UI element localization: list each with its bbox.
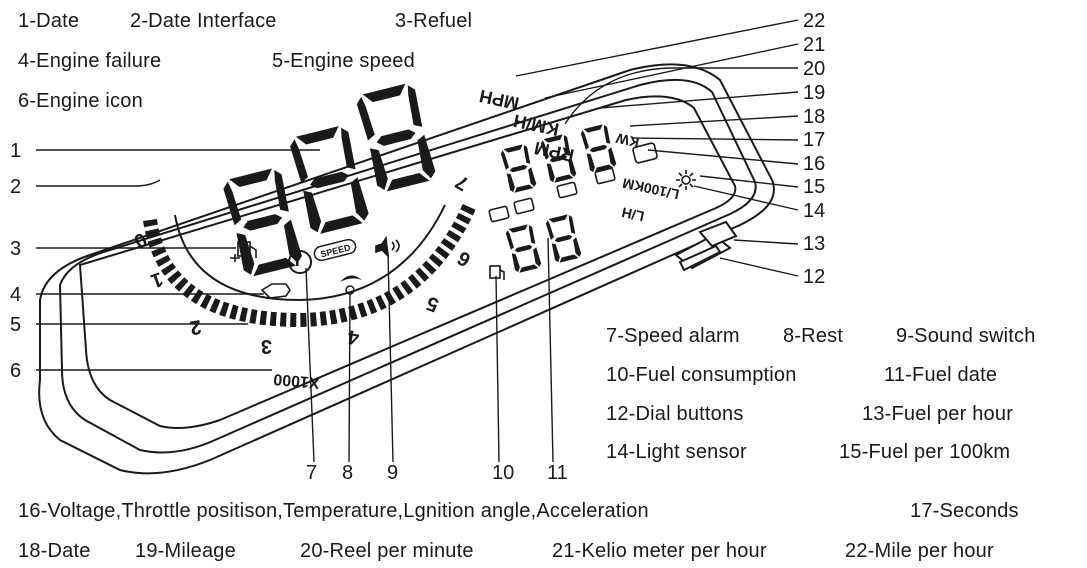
dial-number-4: 4	[345, 325, 361, 349]
callout-11: 11	[547, 462, 568, 484]
callout-5: 5	[10, 314, 22, 336]
legend-fuel-per-100km: 15-Fuel per 100km	[839, 441, 1011, 463]
mph-unit: MPH	[478, 86, 521, 114]
callout-17: 17	[803, 129, 826, 151]
callout-16: 16	[803, 153, 826, 175]
dial-buttons-knob	[674, 220, 738, 272]
callout-8: 8	[342, 462, 354, 484]
tachometer-arc	[143, 202, 477, 328]
callout-2: 2	[10, 176, 22, 198]
legend-light-sensor: 14-Light sensor	[606, 441, 747, 463]
callout-1: 1	[10, 140, 22, 162]
legend-date-18: 18-Date	[18, 540, 91, 562]
kw-unit: KW	[614, 130, 641, 151]
callout-4: 4	[10, 284, 22, 306]
engine-failure-icon	[260, 283, 291, 299]
fuel-digits	[505, 213, 583, 274]
callout-12: 12	[803, 266, 826, 288]
legend-date: 1-Date	[18, 10, 80, 32]
dial-number-3: 3	[261, 335, 272, 357]
callout-19: 19	[803, 82, 826, 104]
callout-10: 10	[492, 462, 515, 484]
legend-speed-alarm: 7-Speed alarm	[606, 325, 740, 347]
legend-fuel-consumption: 10-Fuel consumption	[606, 364, 797, 386]
legend-engine-icon: 6-Engine icon	[18, 90, 143, 112]
legend-kelio-meter: 21-Kelio meter per hour	[552, 540, 767, 562]
callout-21: 21	[803, 34, 826, 56]
legend-refuel: 3-Refuel	[395, 10, 473, 32]
callout-22: 22	[803, 10, 826, 32]
callout-15: 15	[803, 176, 826, 198]
leader-lines	[36, 19, 799, 463]
legend-mile-per-hour: 22-Mile per hour	[845, 540, 994, 562]
legend-date-interface: 2-Date Interface	[130, 10, 277, 32]
dial-number-7: 7	[452, 170, 473, 195]
legend-reel-per-minute: 20-Reel per minute	[300, 540, 474, 562]
callout-14: 14	[803, 200, 826, 222]
dial-number-5: 5	[424, 291, 442, 315]
legend-engine-failure: 4-Engine failure	[18, 50, 162, 72]
callout-9: 9	[387, 462, 399, 484]
l-per-100km-unit: L/100KM	[621, 175, 681, 203]
callout-7: 7	[306, 462, 318, 484]
callout-18: 18	[803, 106, 826, 128]
x1000-label: X1000	[273, 370, 321, 391]
legend-voltage-etc: 16-Voltage,Throttle positison,Temperatur…	[18, 500, 649, 522]
legend-rest: 8-Rest	[783, 325, 844, 347]
dial-number-2: 2	[188, 315, 203, 339]
light-sensor-icon	[676, 170, 696, 190]
legend-fuel-date: 11-Fuel date	[884, 364, 998, 386]
rpm-unit: RPM	[533, 138, 576, 166]
icon-row	[488, 142, 658, 223]
refuel-icon	[230, 241, 257, 262]
dial-number-6: 6	[454, 246, 475, 271]
legend-sound-switch: 9-Sound switch	[896, 325, 1036, 347]
legend-mileage: 19-Mileage	[135, 540, 236, 562]
device-housing	[38, 63, 775, 475]
kmh-unit: KM/H	[512, 111, 561, 140]
fuel-consumption-icon	[489, 265, 505, 280]
callout-20: 20	[803, 58, 826, 80]
callout-6: 6	[10, 360, 22, 382]
legend-fuel-per-hour: 13-Fuel per hour	[862, 403, 1014, 425]
legend-seconds: 17-Seconds	[910, 500, 1019, 522]
legend-dial-buttons: 12-Dial buttons	[606, 403, 744, 425]
callout-3: 3	[10, 238, 22, 260]
legend-engine-speed: 5-Engine speed	[272, 50, 415, 72]
callout-13: 13	[803, 233, 826, 255]
l-per-h-unit: L/H	[620, 204, 645, 224]
